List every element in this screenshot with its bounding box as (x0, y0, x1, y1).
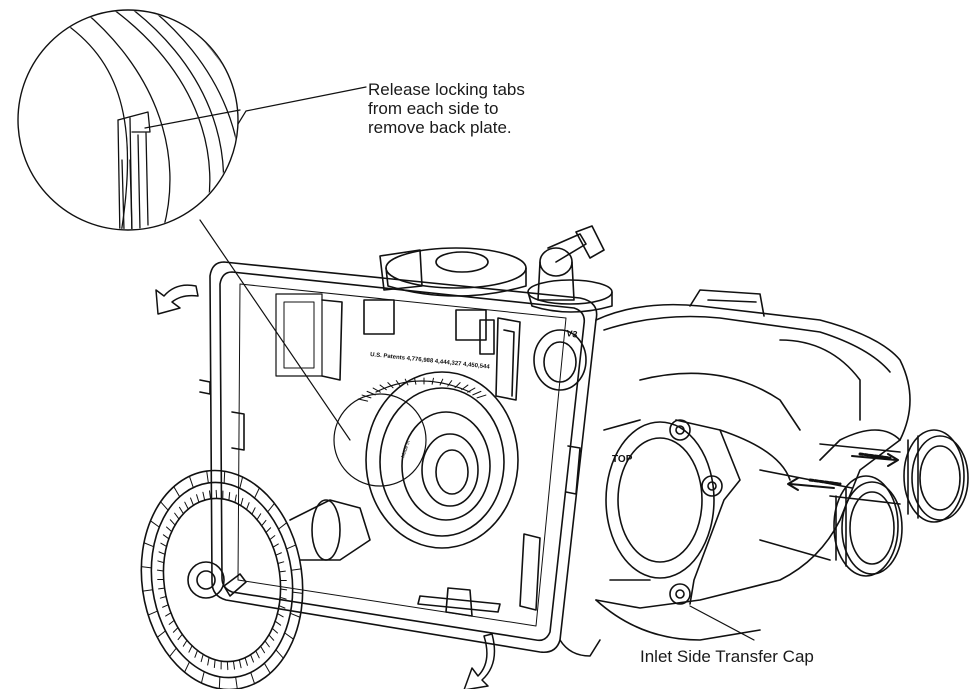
rotate-arrow-bottom (463, 633, 496, 689)
callout-release-locking-tabs: Release locking tabs from each side to r… (368, 80, 588, 137)
leader-line-inlet-cap (689, 605, 755, 641)
model-marking: V3 (566, 328, 578, 339)
callout-line-3: remove back plate. (368, 118, 512, 137)
callout-line-1: Release locking tabs (368, 80, 525, 99)
detail-magnifier (17, 9, 239, 231)
valve-body (533, 289, 911, 657)
inlet-outlet-pipes (759, 429, 969, 577)
back-plate (199, 261, 598, 654)
rotate-arrow-top (155, 284, 199, 315)
callout-inlet-side-transfer-cap: Inlet Side Transfer Cap (640, 647, 814, 666)
made-in-marking: Made in (400, 440, 412, 459)
top-fittings (379, 225, 613, 313)
top-marking: TOP (612, 454, 633, 465)
callout-line-2: from each side to (368, 99, 499, 118)
central-port (333, 371, 519, 549)
dial-wheel (140, 469, 371, 689)
patent-marking: U.S. Patents 4,776,988 4,444,327 4,450,5… (370, 352, 491, 371)
leader-line-release-tabs (237, 86, 367, 125)
